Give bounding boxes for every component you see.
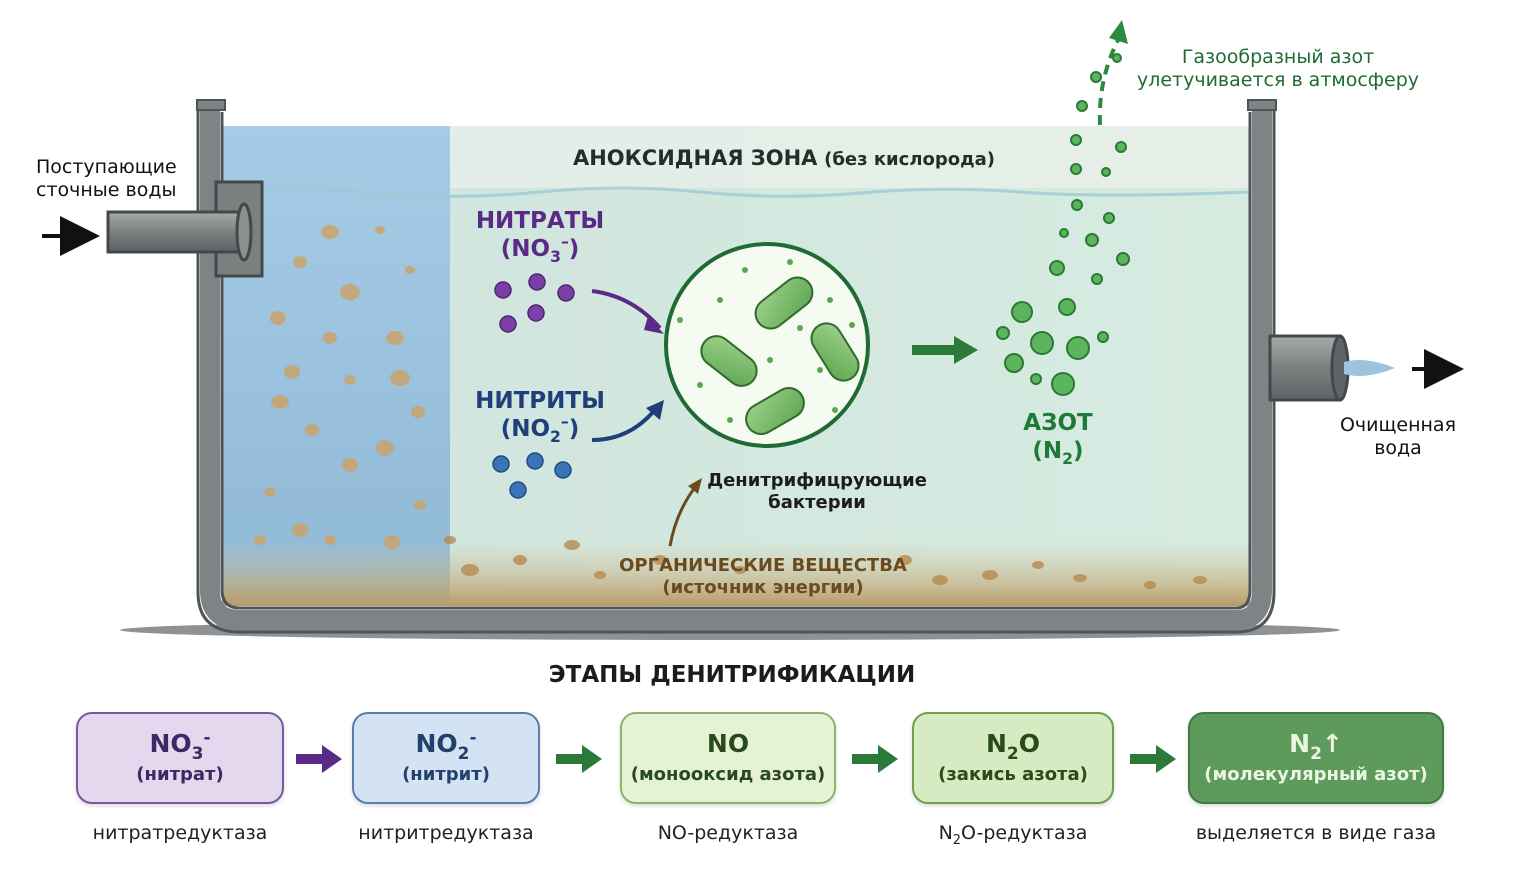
stage-formula: NO3- bbox=[149, 727, 211, 764]
zone-title-main: АНОКСИДНАЯ ЗОНА bbox=[572, 146, 818, 170]
nitrite-arrowhead bbox=[646, 400, 664, 420]
gas-escape-arrow bbox=[1097, 39, 1120, 126]
stage-name: (закись азота) bbox=[938, 764, 1088, 786]
organic-label: ОРГАНИЧЕСКИЕ ВЕЩЕСТВА (источник энергии) bbox=[619, 555, 907, 598]
sediment-layer bbox=[222, 540, 1250, 606]
stage-formula: N2O bbox=[985, 729, 1041, 764]
bacterium-cells bbox=[700, 276, 860, 435]
outflow-label: Очищенная вода bbox=[1340, 414, 1456, 460]
nitrites-formula: (NO2–) bbox=[500, 412, 580, 446]
enzyme-label: нитритредуктаза bbox=[358, 822, 534, 844]
bacteria-label-line: Денитрифицрующие bbox=[707, 470, 927, 491]
bacterium bbox=[810, 322, 860, 382]
bacteria-circle bbox=[664, 242, 870, 448]
bacterium bbox=[754, 276, 814, 330]
tank-wall bbox=[200, 106, 1272, 630]
nitrites-name: НИТРИТЫ bbox=[475, 388, 605, 414]
inflow-pipe-end bbox=[235, 202, 253, 262]
gas-label: Газообразный азот улетучивается в атмосф… bbox=[1137, 46, 1419, 92]
nitrogen-name: АЗОТ bbox=[1023, 410, 1093, 436]
gas-escape-arrowhead bbox=[1109, 20, 1128, 44]
nitrate-molecules bbox=[494, 273, 575, 333]
stage-arrows bbox=[296, 745, 1176, 773]
nitrite-molecules bbox=[492, 452, 572, 499]
bacteria-label-line: бактерии bbox=[768, 491, 866, 513]
nitrates-formula: (NO3–) bbox=[500, 232, 580, 266]
inflow-label: Поступающие сточные воды bbox=[36, 156, 177, 202]
outflow-pipe bbox=[1268, 334, 1342, 402]
left-rim bbox=[196, 99, 226, 111]
outflow-label-line: Очищенная bbox=[1339, 414, 1457, 436]
water-surface bbox=[221, 186, 1251, 198]
stage-formula: NO2- bbox=[415, 727, 477, 764]
nitrates-name: НИТРАТЫ bbox=[475, 208, 605, 234]
stage-name: (нитрит) bbox=[402, 764, 490, 786]
nitrogen-label: АЗОТ (N2) bbox=[1023, 410, 1093, 468]
stage-formula: NO bbox=[706, 729, 750, 759]
outflow-water bbox=[1344, 360, 1395, 376]
enzyme-label: выделяется в виде газа bbox=[1195, 822, 1437, 844]
right-rim bbox=[1247, 99, 1277, 111]
stage-nitrogen-gas: N2↑ (молекулярный азот) bbox=[1188, 712, 1444, 804]
organic-arrow bbox=[668, 485, 698, 547]
nitrogen-bubbles bbox=[996, 53, 1130, 396]
nitrate-arrow bbox=[591, 289, 662, 330]
nitrates-label: НИТРАТЫ (NO3–) bbox=[475, 208, 605, 266]
suspended-particles bbox=[254, 225, 426, 549]
sediment-particles bbox=[444, 536, 1207, 589]
nitrate-arrowhead bbox=[644, 316, 664, 334]
enzyme-label: нитратредуктаза bbox=[92, 822, 268, 844]
gas-label-line: улетучивается в атмосферу bbox=[1136, 68, 1420, 91]
nitrogen-arrow-head bbox=[954, 336, 978, 364]
stage-nitrite: NO2- (нитрит) bbox=[352, 712, 540, 804]
bacteria-dots bbox=[677, 259, 855, 423]
bacteria-label: Денитрифицрующие бактерии bbox=[707, 470, 927, 513]
nitrites-label: НИТРИТЫ (NO2–) bbox=[475, 388, 605, 446]
outflow-label-line: вода bbox=[1374, 436, 1422, 459]
nitrogen-arrow-shaft bbox=[912, 345, 958, 355]
inflow-label-line: сточные воды bbox=[36, 178, 177, 201]
stage-name: (молекулярный азот) bbox=[1204, 764, 1428, 786]
organic-note: (источник энергии) bbox=[662, 576, 864, 598]
inflow-pipe bbox=[106, 210, 246, 254]
stage-name: (нитрат) bbox=[136, 764, 224, 786]
organic-arrowhead bbox=[688, 478, 702, 494]
bacterium bbox=[745, 387, 805, 435]
zone-title-note: (без кислорода) bbox=[824, 149, 996, 170]
zone-title: АНОКСИДНАЯ ЗОНА (без кислорода) bbox=[573, 146, 995, 171]
tank-wall-outline bbox=[196, 100, 1276, 634]
gas-label-line: Газообразный азот bbox=[1181, 46, 1375, 68]
organic-name: ОРГАНИЧЕСКИЕ ВЕЩЕСТВА bbox=[619, 555, 907, 576]
stage-formula: N2↑ bbox=[1289, 729, 1343, 764]
stage-name: (монооксид азота) bbox=[630, 764, 826, 786]
stages-title: ЭТАПЫ ДЕНИТРИФИКАЦИИ bbox=[548, 662, 916, 688]
nitrogen-formula: (N2) bbox=[1032, 437, 1084, 468]
stage-nitrate: NO3- (нитрат) bbox=[76, 712, 284, 804]
tank-wall-inner bbox=[220, 112, 1252, 610]
inflow-label-line: Поступающие bbox=[36, 156, 177, 178]
stage-nitric-oxide: NO (монооксид азота) bbox=[620, 712, 836, 804]
stage-nitrous-oxide: N2O (закись азота) bbox=[912, 712, 1114, 804]
bacterium bbox=[700, 335, 758, 387]
enzyme-label: N2O-редуктаза bbox=[938, 822, 1088, 848]
enzyme-label: NO-редуктаза bbox=[657, 822, 799, 844]
